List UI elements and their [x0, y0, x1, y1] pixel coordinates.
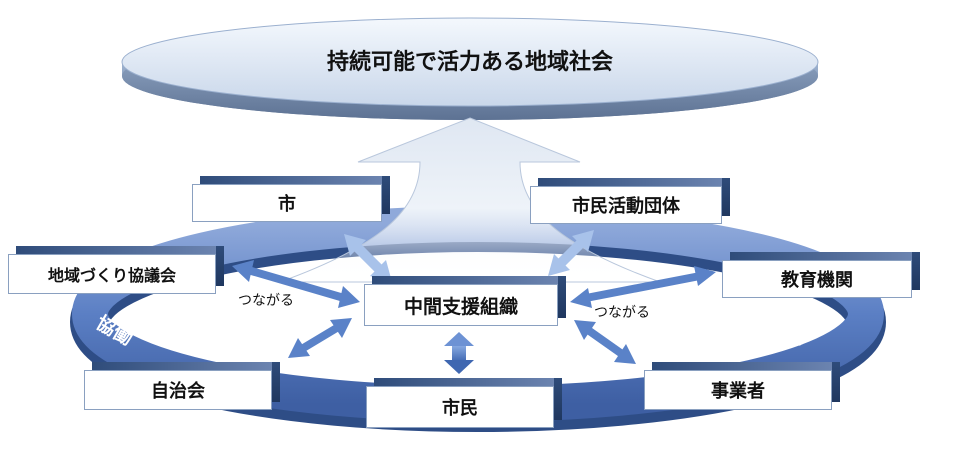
connector-label-left: つながる — [238, 293, 294, 309]
node-education: 教育機関 — [722, 252, 920, 298]
connector-label-right: つながる — [594, 305, 650, 321]
node-city: 市 — [192, 176, 390, 222]
node-community-council-label: 地域づくり協議会 — [8, 254, 216, 294]
goal-label: 持続可能で活力ある地域社会 — [326, 50, 613, 75]
node-neighborhood-label: 自治会 — [84, 370, 272, 410]
node-civic-groups-label: 市民活動団体 — [530, 186, 722, 224]
arrow-center-neighborhood — [288, 318, 352, 358]
node-city-label: 市 — [192, 184, 382, 222]
node-neighborhood: 自治会 — [84, 362, 280, 410]
arrow-center-citizens — [444, 332, 474, 374]
goal-disc — [121, 17, 819, 120]
arrow-center-council — [232, 260, 360, 308]
node-business: 事業者 — [644, 362, 840, 410]
node-civic-groups: 市民活動団体 — [530, 178, 730, 224]
arrow-center-civic — [548, 230, 594, 276]
node-center-label: 中間支援組織 — [364, 284, 558, 326]
arrow-center-education — [570, 266, 716, 308]
node-business-label: 事業者 — [644, 370, 832, 410]
node-center: 中間支援組織 — [364, 276, 566, 326]
node-citizens-label: 市民 — [366, 386, 554, 428]
node-education-label: 教育機関 — [722, 260, 912, 298]
arrow-center-business — [574, 320, 636, 364]
node-community-council: 地域づくり協議会 — [8, 246, 224, 294]
node-citizens: 市民 — [366, 378, 562, 428]
